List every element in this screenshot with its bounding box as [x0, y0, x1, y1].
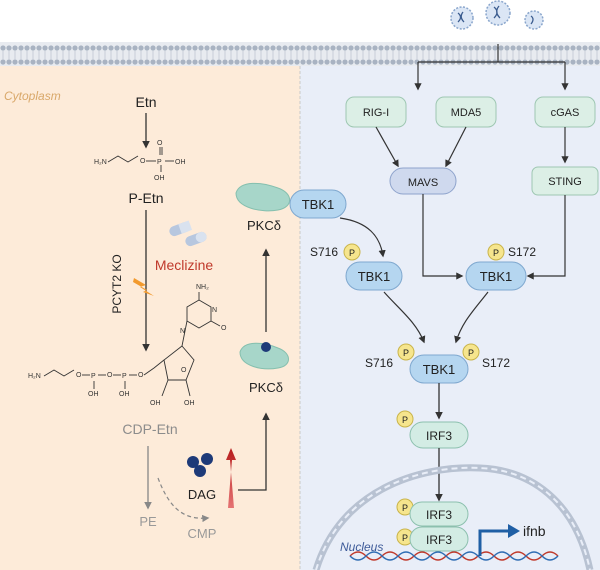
virus-icon	[450, 6, 474, 30]
dna-helix-icon	[349, 551, 559, 561]
pkc-delta-shape	[235, 182, 291, 212]
svg-text:OH: OH	[154, 175, 165, 182]
svg-text:N: N	[212, 307, 217, 314]
phospho-icon	[487, 243, 505, 261]
dag-bound-icon	[261, 342, 271, 352]
cgas-label: cGAS	[551, 107, 580, 119]
pe-label: PE	[139, 514, 157, 529]
virus-icon	[524, 10, 544, 30]
cytoplasm-label: Cytoplasm	[4, 89, 61, 103]
svg-text:OH: OH	[184, 400, 195, 407]
sting-label: STING	[548, 176, 582, 188]
svg-text:O: O	[221, 325, 227, 332]
mda5-label: MDA5	[451, 107, 482, 119]
svg-text:P: P	[91, 373, 96, 380]
tbk1-left-node	[345, 261, 403, 291]
svg-text:O: O	[157, 140, 163, 147]
svg-text:P: P	[402, 503, 408, 513]
svg-text:OH: OH	[175, 159, 186, 166]
tbk1-center-label: TBK1	[423, 362, 456, 377]
tbk1-left-label: TBK1	[358, 269, 391, 284]
svg-text:P: P	[349, 248, 355, 258]
svg-text:OH: OH	[150, 400, 161, 407]
svg-text:P: P	[493, 248, 499, 258]
pkc-delta-shape	[239, 342, 289, 370]
svg-text:P: P	[402, 533, 408, 543]
transcription-arrow-icon	[478, 529, 510, 556]
cmp-label: CMP	[188, 526, 217, 541]
tbk1-complex-node	[289, 189, 347, 219]
svg-text:O: O	[138, 372, 144, 379]
svg-text:P: P	[403, 348, 409, 358]
svg-text:NH₂: NH₂	[196, 284, 209, 291]
lightning-icon	[133, 278, 154, 296]
phospho-icon	[343, 243, 361, 261]
etn-label: Etn	[135, 94, 156, 110]
p-etn-structure: H₂N O P O OH OH	[94, 140, 186, 182]
s716-center-label: S716	[365, 356, 393, 370]
svg-text:N: N	[180, 328, 185, 335]
s172-label: S172	[508, 245, 536, 259]
phospho-icon	[396, 410, 414, 428]
phospho-icon	[397, 343, 415, 361]
rig-i-label: RIG-I	[363, 107, 389, 119]
cytoplasm-region	[0, 66, 300, 570]
nucleus-label: Nucleus	[340, 540, 383, 554]
mavs-label: MAVS	[408, 177, 438, 189]
dag-molecule-icon	[187, 453, 213, 477]
tbk1-complex-label: TBK1	[302, 197, 335, 212]
svg-text:OH: OH	[119, 391, 130, 398]
svg-text:P: P	[402, 415, 408, 425]
s172-center-label: S172	[482, 356, 510, 370]
cdp-etn-label: CDP-Etn	[122, 421, 177, 437]
signaling-region	[300, 66, 600, 570]
svg-text:IRF3: IRF3	[426, 508, 452, 522]
s716-label: S716	[310, 245, 338, 259]
svg-text:P: P	[122, 373, 127, 380]
svg-text:P: P	[157, 159, 162, 166]
tbk1-right-node	[465, 261, 527, 291]
svg-text:O: O	[140, 158, 146, 165]
svg-text:O: O	[107, 372, 113, 379]
dag-label: DAG	[188, 487, 216, 502]
increase-arrow-icon	[226, 448, 236, 508]
svg-text:O: O	[181, 367, 187, 374]
pill-icon	[169, 220, 207, 247]
p-etn-label: P-Etn	[128, 190, 163, 206]
irf3-dimer-top	[409, 501, 469, 527]
pkc-delta-label-bottom: PKCδ	[249, 380, 283, 395]
cdp-etn-structure: NH₂ N N O O OH OH H₂N O P OH O P OH O	[28, 284, 227, 407]
nuclear-envelope	[312, 464, 594, 570]
pcyt2-ko-label: PCYT2 KO	[110, 254, 124, 313]
svg-text:H₂N: H₂N	[94, 159, 107, 166]
ifnb-gene-label: ifnb	[523, 523, 546, 539]
tbk1-right-label: TBK1	[480, 269, 513, 284]
meclizine-label: Meclizine	[155, 257, 214, 273]
svg-text:P: P	[468, 348, 474, 358]
pkc-delta-label-top: PKCδ	[247, 218, 281, 233]
irf3-dimer-bottom	[409, 526, 469, 552]
irf3-label: IRF3	[426, 429, 452, 443]
svg-text:IRF3: IRF3	[426, 533, 452, 547]
svg-text:O: O	[76, 372, 82, 379]
svg-text:H₂N: H₂N	[28, 373, 41, 380]
virus-icon	[485, 0, 511, 26]
svg-text:OH: OH	[88, 391, 99, 398]
phospho-icon	[462, 343, 480, 361]
